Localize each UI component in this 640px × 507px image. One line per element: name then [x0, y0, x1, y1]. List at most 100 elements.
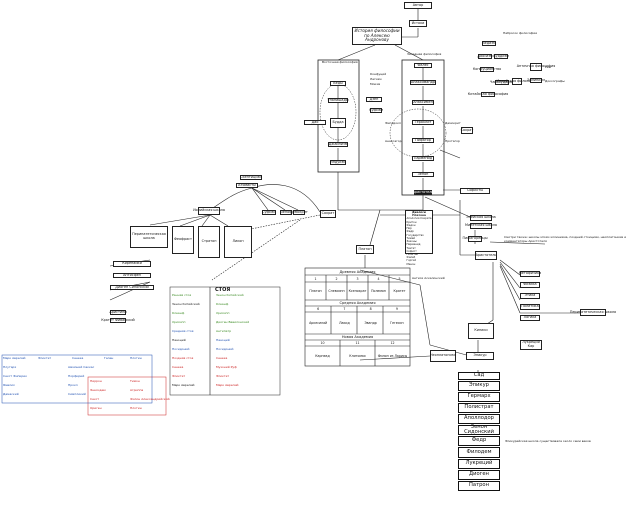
neoplat-node[interactable]: Неоплатонизм: [430, 350, 456, 362]
east-node-5[interactable]: Дао: [304, 120, 326, 125]
west-node-4[interactable]: Пифагор: [412, 138, 434, 143]
west-node-11-label: Сократ: [460, 127, 474, 132]
blue-cell-0-1: Эпиктет: [38, 356, 52, 360]
academy-col3-2: 12: [390, 341, 395, 345]
academy-row1-cell-0: Платон: [309, 289, 322, 293]
west-node-5[interactable]: Парменид: [412, 156, 434, 161]
academy-row3-cell-1: Клитомах: [349, 354, 366, 358]
kinic-kratet-label: Кратет Фиванский: [101, 317, 135, 322]
academy-row3-cell-0: Карнеад: [315, 354, 330, 358]
west-link-zenon[interactable]: Зенон: [280, 210, 292, 215]
right-link-5-label: Индийская философия: [496, 78, 538, 83]
east-node-2-label: Будда: [332, 120, 344, 125]
epicurus-chain-5[interactable]: Зенон Сидонский: [458, 424, 500, 435]
west-link-demokrit[interactable]: Демокрит: [290, 210, 308, 215]
pifag-node[interactable]: Пифагорейцы: [463, 236, 488, 242]
west-node-10: Протагор: [445, 139, 460, 143]
right-link-5[interactable]: Индийская философия: [496, 78, 538, 85]
skeptic-node[interactable]: Скептицизм: [240, 175, 262, 180]
cyrenaic-label: Киренаики: [122, 261, 142, 266]
academy-mid-title: Средняя Академия: [339, 301, 376, 305]
west-node-13[interactable]: Аристотель: [412, 189, 434, 195]
kinic-kratet[interactable]: Кратет Фиванский: [101, 318, 135, 323]
aristotle-sub-0[interactable]: Метафизика: [518, 271, 542, 277]
west-header: Западная философия: [407, 52, 442, 56]
red-item-4: Секст: [90, 397, 100, 401]
cyrenaic-node[interactable]: Киренаики: [113, 261, 151, 267]
west-node-2[interactable]: Анаксимен: [412, 100, 434, 105]
epicurus-chain-9[interactable]: Диоген: [458, 470, 500, 480]
epicurus-chain-4[interactable]: Аполлодор: [458, 414, 500, 424]
epicurus-chain-6[interactable]: Федр: [458, 436, 500, 446]
east-node-1[interactable]: Упанишады: [328, 98, 349, 103]
epicurus-chain-7[interactable]: Филодем: [458, 447, 500, 458]
west-node-1[interactable]: Анаксимандр: [410, 80, 436, 85]
east-node-10[interactable]: Суфизм: [369, 108, 383, 113]
right-box-b[interactable]: Эллинизм: [527, 77, 545, 83]
academy-row2-cell-3: Гегесин: [390, 321, 404, 325]
plato-node[interactable]: Платон: [356, 245, 374, 254]
aristotle-sub-1[interactable]: Физика: [520, 282, 540, 288]
istoki-node[interactable]: Истоки: [409, 20, 427, 27]
kinic-node-1[interactable]: Диоген Синопский: [110, 285, 154, 290]
stoa-left-1: Зенон Китийский: [172, 302, 200, 306]
right-box-b-label: Эллинизм: [527, 77, 545, 82]
west-node-6[interactable]: Зенон: [412, 172, 434, 177]
east-node-9-label: Дзен: [369, 96, 379, 101]
plato-left-node[interactable]: Сократ: [320, 210, 336, 218]
academy-col-3: 4: [377, 276, 380, 281]
epicurus-node[interactable]: Эпикур: [466, 352, 494, 360]
epicurus-chain-3[interactable]: Полистрат: [458, 403, 500, 413]
aristotle-node[interactable]: Аристотель: [475, 251, 497, 260]
east-node-0[interactable]: Веды: [330, 81, 346, 86]
right-link-4[interactable]: Чаньбуддизм: [490, 80, 514, 85]
kinic-node-1-label: Диоген Синопский: [115, 284, 149, 289]
east-node-4[interactable]: Индуизм: [330, 160, 346, 165]
pifag-label: Пифагорейцы: [462, 236, 488, 241]
east-link-sufizm-label: Суфизм: [262, 209, 276, 214]
milet-node[interactable]: Милетская школа: [465, 223, 497, 229]
stoa-right-7: Сенека: [216, 356, 228, 360]
aristotle-sub-4[interactable]: Логика: [520, 315, 540, 321]
east-link-sufizm[interactable]: Суфизм: [262, 210, 276, 215]
aristotle-peripatos[interactable]: Перипатетическая школа: [570, 309, 616, 316]
stoa-left-7: Поздняя стоя: [172, 356, 194, 360]
academy-col3-0: 10: [320, 341, 325, 345]
elea-label: Элейская школа: [466, 215, 496, 220]
west-node-3[interactable]: Гераклит: [412, 120, 434, 125]
stoa-left-0: Ранняя стоя: [172, 293, 192, 297]
right-link-3[interactable]: Конфуцианство: [473, 67, 501, 72]
atom-node[interactable]: Атомисты: [236, 183, 258, 188]
aristotle-sub-2[interactable]: Этика: [520, 293, 540, 299]
epicurus-chain-1[interactable]: Эпикур: [458, 381, 500, 391]
right-link-6[interactable]: Китайская философия: [468, 92, 508, 97]
autor-node[interactable]: Автор: [404, 2, 432, 9]
east-node-2[interactable]: Будда: [330, 118, 346, 128]
west-node-11[interactable]: Сократ: [461, 127, 473, 134]
epicurus-chain-0[interactable]: Сад: [458, 372, 500, 380]
right-link-1[interactable]: Даосизм: [477, 54, 493, 59]
sofisty-node[interactable]: Софисты: [460, 188, 490, 194]
elea-node[interactable]: Элейская школа: [466, 215, 496, 221]
academy-col2-3: 9: [395, 307, 398, 311]
aristotle-sub-3[interactable]: Политика: [520, 304, 540, 310]
academy-row1-cell-1: Спевсипп: [328, 289, 345, 293]
east-node-9[interactable]: Дзен: [366, 97, 382, 102]
kinic-node-0[interactable]: Антисфен: [113, 273, 151, 278]
west-node-13-label: Аристотель: [412, 189, 434, 194]
west-node-0[interactable]: Фалес: [414, 63, 432, 68]
ionia-node[interactable]: Ионийская школа: [193, 207, 225, 215]
right-box-a[interactable]: Античная философия: [517, 63, 555, 71]
right-link-2[interactable]: Буддизм: [493, 54, 509, 59]
right-link-0[interactable]: Ведизм: [482, 41, 496, 46]
epicurus-chain-10[interactable]: Патрон: [458, 481, 500, 491]
west-node-7: Эмпедокл: [385, 121, 401, 125]
epicurus-chain-8[interactable]: Лукреций: [458, 459, 500, 469]
epicurus-chain-2[interactable]: Гермарх: [458, 392, 500, 402]
blue-cell-4-1: Симпликий: [68, 392, 86, 396]
academy-col3-1: 11: [355, 341, 360, 345]
cyrenaic-aristipp[interactable]: Аристипп: [109, 310, 127, 315]
cynics-node[interactable]: Киники: [468, 323, 494, 339]
east-node-3[interactable]: Джайнизм: [328, 142, 348, 147]
